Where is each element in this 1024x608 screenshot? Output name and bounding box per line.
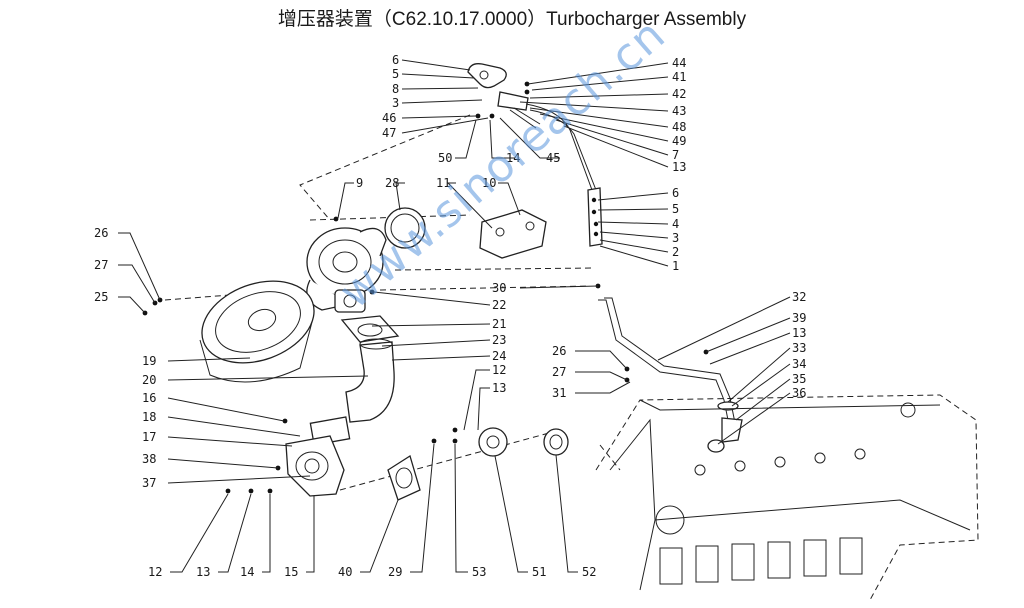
title-chinese: 增压器装置 [277, 8, 373, 30]
gasket-40 [387, 454, 421, 501]
callout-3b: 3 [672, 231, 679, 245]
callout-2: 2 [672, 245, 679, 259]
callout-20: 20 [142, 373, 156, 387]
callout-15: 15 [284, 565, 298, 579]
title-english: Turbocharger Assembly [546, 9, 747, 30]
callout-11: 11 [436, 176, 450, 190]
callout-23: 23 [492, 333, 506, 347]
gasket-28 [384, 207, 426, 249]
callout-19: 19 [142, 354, 156, 368]
upper-pipe-assembly [467, 63, 603, 247]
turbocharger [306, 227, 387, 313]
callout-13d: 13 [196, 565, 210, 579]
callout-37: 37 [142, 476, 156, 490]
callout-38: 38 [142, 452, 156, 466]
callout-13b: 13 [492, 381, 506, 395]
callout-13c: 13 [792, 326, 806, 340]
callout-30: 30 [492, 281, 506, 295]
callout-18: 18 [142, 410, 156, 424]
callout-13: 13 [672, 160, 686, 174]
callout-36: 36 [792, 386, 806, 400]
callout-52: 52 [582, 565, 596, 579]
callout-10: 10 [482, 176, 496, 190]
callout-53: 53 [472, 565, 486, 579]
gasket-52 [543, 428, 569, 456]
callout-12: 12 [492, 363, 506, 377]
title-part-code: （C62.10.17.0000） [372, 9, 547, 30]
callout-44: 44 [672, 56, 686, 70]
callout-14b: 14 [240, 565, 254, 579]
callout-27: 27 [94, 258, 108, 272]
exhaust-elbow [345, 338, 395, 423]
turbine-housing [285, 416, 351, 497]
callout-43: 43 [672, 104, 686, 118]
callout-42: 42 [672, 87, 686, 101]
diagram-title: 增压器装置（C62.10.17.0000）Turbocharger Assemb… [0, 4, 1024, 31]
callout-26b: 26 [552, 344, 566, 358]
callout-40: 40 [338, 565, 352, 579]
callout-31: 31 [552, 386, 566, 400]
callout-24: 24 [492, 349, 506, 363]
callout-28: 28 [385, 176, 399, 190]
callout-50: 50 [438, 151, 452, 165]
callout-6: 6 [392, 53, 399, 67]
callout-16: 16 [142, 391, 156, 405]
flange-gasket [340, 315, 400, 343]
callout-48: 48 [672, 120, 686, 134]
callout-17: 17 [142, 430, 156, 444]
callout-46: 46 [382, 111, 396, 125]
callout-27b: 27 [552, 365, 566, 379]
oil-return-pipe [598, 297, 743, 453]
callout-39: 39 [792, 311, 806, 325]
flange-51 [478, 427, 508, 457]
callout-12b: 12 [148, 565, 162, 579]
callout-5: 5 [392, 67, 399, 81]
callout-26: 26 [94, 226, 108, 240]
callout-34: 34 [792, 357, 806, 371]
callout-6b: 6 [672, 186, 679, 200]
callout-45: 45 [546, 151, 560, 165]
callout-47: 47 [382, 126, 396, 140]
callout-51: 51 [532, 565, 546, 579]
callout-5b: 5 [672, 202, 679, 216]
callout-49: 49 [672, 134, 686, 148]
callout-22: 22 [492, 298, 506, 312]
callout-21: 21 [492, 317, 506, 331]
callout-8: 8 [392, 82, 399, 96]
callout-3: 3 [392, 96, 399, 110]
callout-4: 4 [672, 217, 679, 231]
fastener-dots [142, 81, 709, 494]
callout-labels: 6 5 8 3 46 47 50 14 45 44 41 42 43 48 49… [94, 53, 806, 579]
callout-7: 7 [672, 148, 679, 162]
callout-35: 35 [792, 372, 806, 386]
callout-32: 32 [792, 290, 806, 304]
leader-lines [118, 59, 791, 573]
callout-25: 25 [94, 290, 108, 304]
air-intake-cover [199, 280, 315, 383]
callout-29: 29 [388, 565, 402, 579]
callout-14: 14 [506, 151, 520, 165]
callout-33: 33 [792, 341, 806, 355]
callout-41: 41 [672, 70, 686, 84]
bracket-10-11 [479, 209, 547, 259]
callout-1: 1 [672, 259, 679, 273]
callout-9: 9 [356, 176, 363, 190]
engine-block [595, 394, 979, 601]
